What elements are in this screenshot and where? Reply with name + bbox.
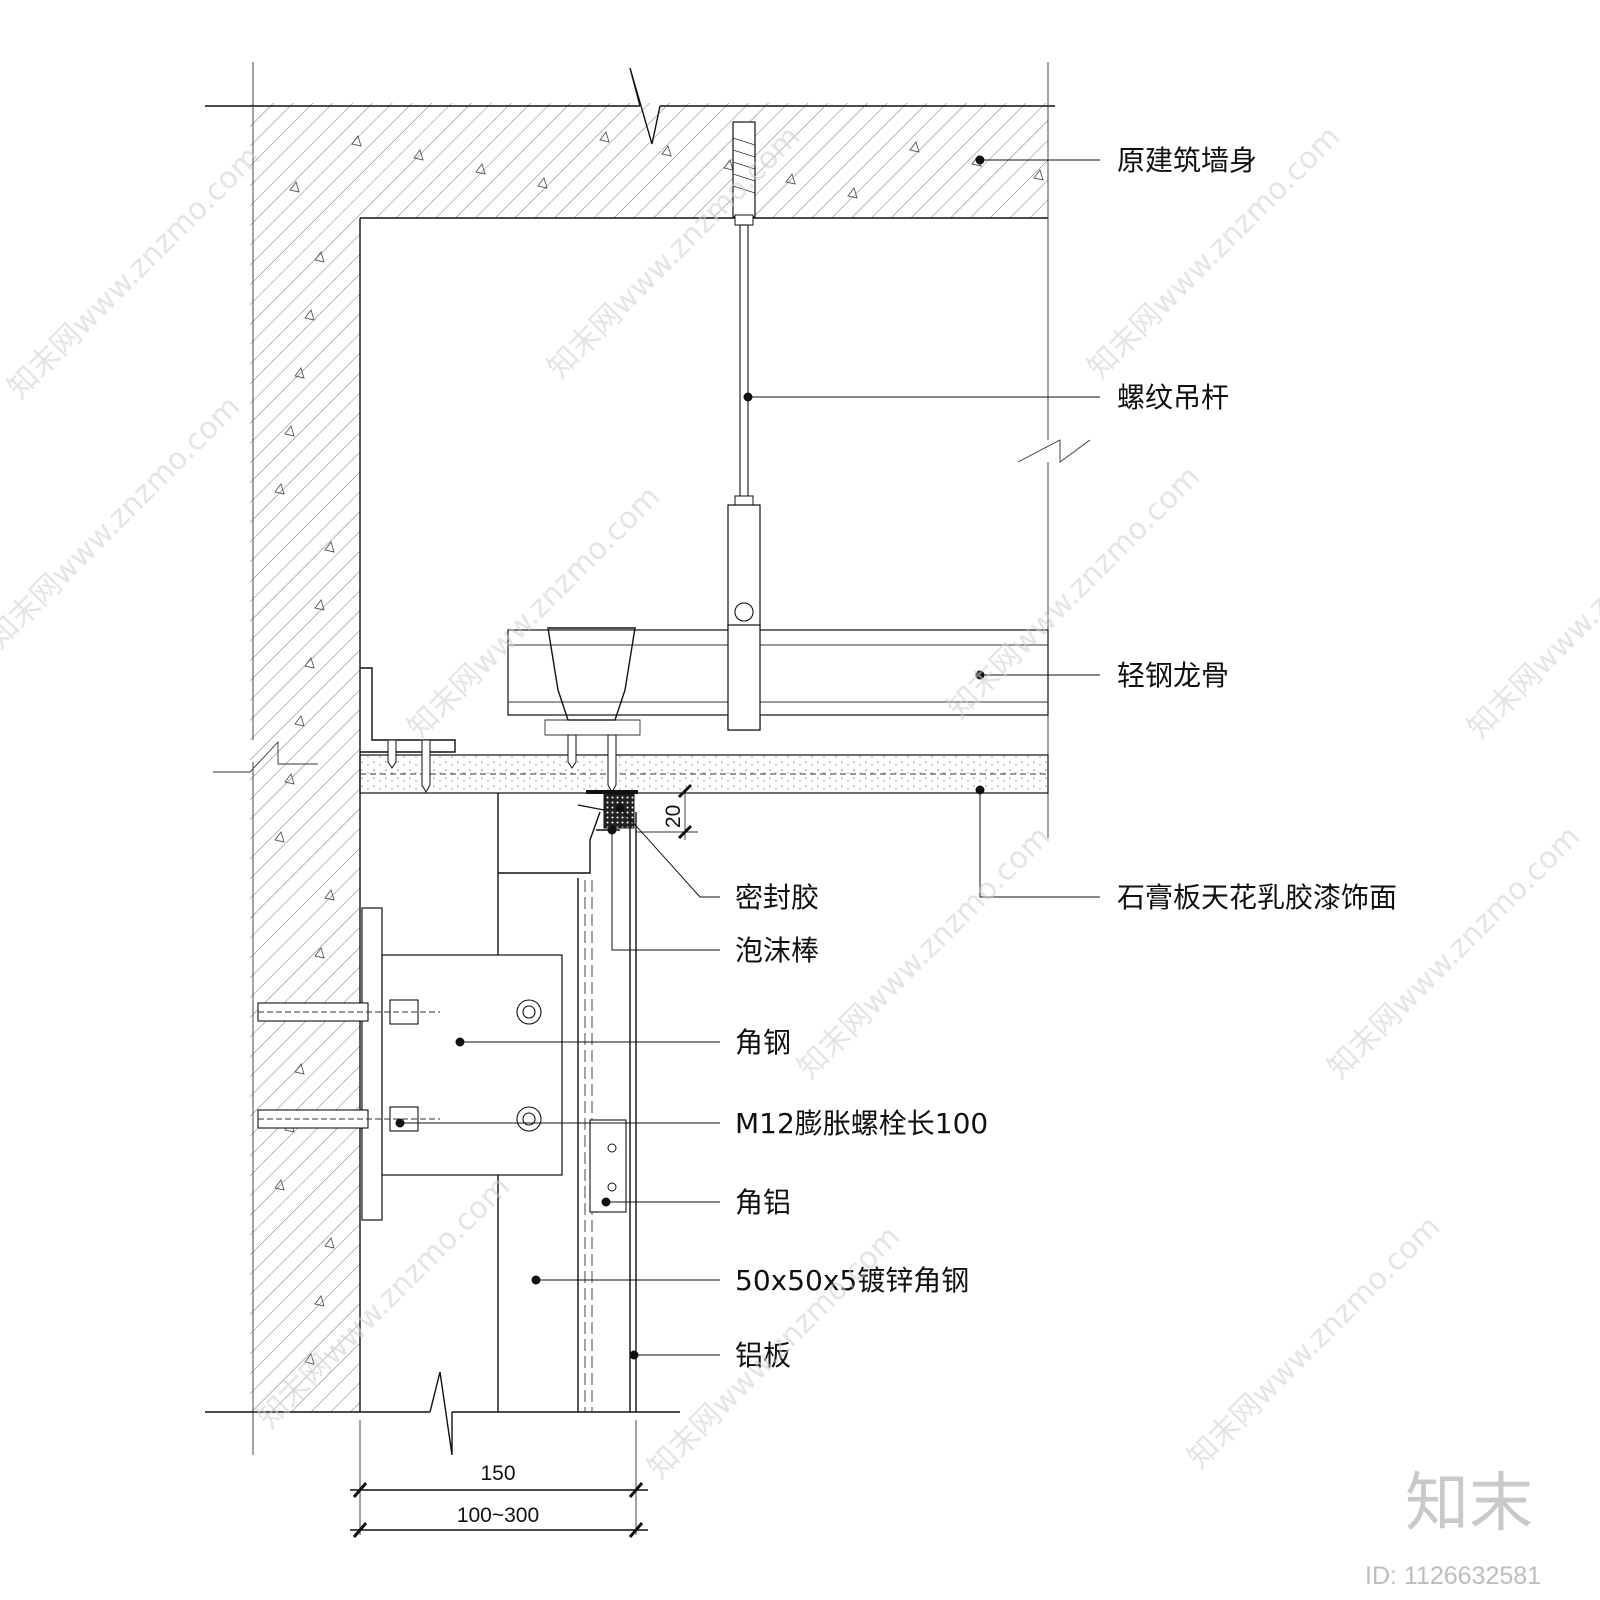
aggregate-mark: [314, 251, 325, 263]
aggregate-mark: [314, 599, 325, 611]
aggregate-mark: [847, 187, 858, 199]
aggregate-mark: [294, 1063, 305, 1075]
label-light-steel-keel: 轻钢龙骨: [1117, 659, 1229, 692]
aggregate-mark: [351, 135, 362, 147]
watermark-text: 知末网www.znzmo.com: [791, 819, 1057, 1085]
label-original-wall: 原建筑墙身: [1117, 144, 1257, 177]
watermarks: 知末网www.znzmo.com 知末网www.znzmo.com 知末网www…: [0, 119, 1600, 1590]
watermark-text: 知末网www.znzmo.com: [1321, 819, 1587, 1085]
aggregate-mark: [324, 541, 335, 553]
aggregate-mark: [785, 173, 796, 185]
aggregate-mark: [1033, 169, 1044, 181]
label-foam-rod: 泡沫棒: [735, 934, 819, 967]
leader-dots: [395, 155, 985, 1360]
aggregate-mark: [274, 483, 285, 495]
watermark-text: 知末网www.znzmo.com: [1181, 1209, 1447, 1475]
dim-width-label: 150: [480, 1462, 515, 1485]
aggregate-mark: [413, 149, 424, 161]
watermark-text: 知末网www.znzmo.com: [641, 1219, 907, 1485]
aggregate-mark: [284, 773, 295, 785]
aggregate-mark: [304, 309, 315, 321]
aggregate-mark: [284, 425, 295, 437]
label-threaded-rod: 螺纹吊杆: [1117, 381, 1229, 414]
original-wall: [205, 62, 1091, 1456]
aggregate-mark: [274, 831, 285, 843]
label-galvanized-angle: 50x50x5镀锌角钢: [735, 1264, 969, 1297]
aggregate-mark: [304, 657, 315, 669]
aggregate-mark: [661, 145, 672, 157]
label-angle-steel: 角钢: [735, 1026, 791, 1059]
aggregate-mark: [304, 1353, 315, 1365]
dim-gap-label: 20: [662, 805, 685, 828]
aggregate-mark: [537, 177, 548, 189]
dimensions: 20 150 100~300: [350, 783, 698, 1538]
label-angle-aluminum: 角铝: [735, 1186, 791, 1219]
angle-steel-bracket: [257, 907, 627, 1221]
aggregate-mark: [274, 1179, 285, 1191]
aggregate-mark: [289, 181, 300, 193]
aggregate-mark: [475, 163, 486, 175]
light-steel-keel: [507, 602, 1049, 736]
aggregate-mark: [324, 889, 335, 901]
aggregate-mark: [294, 715, 305, 727]
watermark-brand: 知末: [1405, 1467, 1533, 1541]
label-gypsum-ceiling: 石膏板天花乳胶漆饰面: [1117, 881, 1397, 914]
aggregate-mark: [599, 131, 610, 143]
aggregate-mark: [723, 159, 734, 171]
watermark-id: ID: 1126632581: [1365, 1562, 1541, 1590]
aggregate-mark: [294, 367, 305, 379]
label-expansion-bolt: M12膨胀螺栓长100: [735, 1107, 988, 1140]
watermark-text: 知末网www.znzmo.com: [1, 139, 267, 405]
aggregate-mark: [909, 141, 920, 153]
gypsum-ceiling: [359, 667, 1049, 794]
label-aluminum-panel: 铝板: [735, 1339, 791, 1372]
aggregate-mark: [314, 1295, 325, 1307]
leader-lines: [400, 159, 1100, 1356]
aggregate-mark: [324, 1237, 335, 1249]
watermark-text: 知末网www.znzmo.com: [1461, 479, 1600, 745]
aggregate-mark: [314, 947, 325, 959]
label-sealant: 密封胶: [735, 881, 819, 914]
dim-range-label: 100~300: [457, 1504, 539, 1527]
watermark-text: 知末网www.znzmo.com: [0, 389, 247, 655]
